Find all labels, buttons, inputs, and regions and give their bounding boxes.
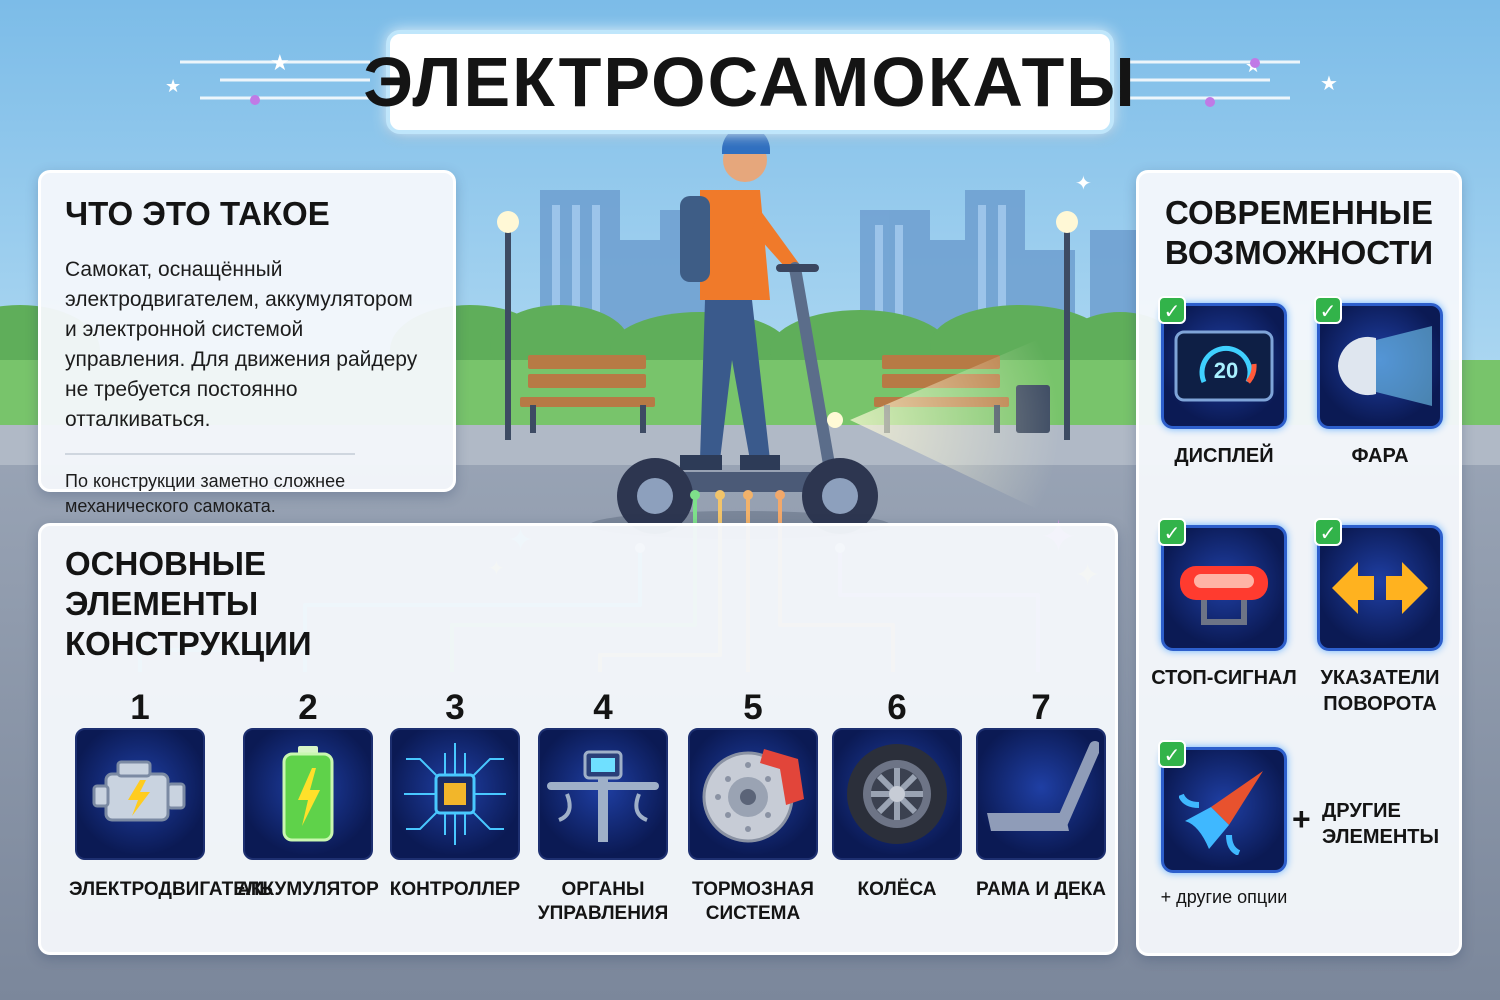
check-icon: ✓	[1314, 518, 1342, 546]
feature-item: ✓ + другие опции	[1149, 740, 1299, 909]
component-number: 6	[887, 688, 907, 727]
battery-icon	[243, 728, 373, 860]
feature-label: УКАЗАТЕЛИ ПОВОРОТА	[1320, 667, 1440, 715]
check-icon: ✓	[1158, 518, 1186, 546]
feature-label: СТОП-СИГНАЛ	[1151, 667, 1297, 689]
check-icon: ✓	[1158, 740, 1186, 768]
component-label: ТОРМОЗНАЯ СИСТЕМА	[692, 879, 814, 924]
component-number: 2	[298, 688, 318, 727]
skyline-windows	[552, 205, 1006, 375]
component-label: РАМА И ДЕКА	[975, 879, 1106, 900]
component-label: ЭЛЕКТРОДВИГАТЕЛЬ	[69, 879, 273, 900]
plus-icon: +	[1292, 801, 1311, 837]
component-label: ОРГАНЫ УПРАВЛЕНИЯ	[537, 879, 669, 924]
what-is-it-panel: ЧТО ЭТО ТАКОЕ Самокат, оснащённый электр…	[38, 170, 456, 516]
component-number: 7	[1031, 688, 1051, 727]
what-is-it-heading: ЧТО ЭТО ТАКОЕ	[65, 195, 330, 232]
check-icon: ✓	[1158, 296, 1186, 324]
check-icon: ✓	[1314, 296, 1342, 324]
scooter	[617, 262, 878, 534]
component-item: 5 ТОРМОЗНАЯ СИСТЕМА	[682, 688, 824, 926]
engine-icon	[75, 728, 205, 860]
component-item: 7 РАМА И ДЕКА	[970, 688, 1112, 902]
brake-light-icon: ✓	[1158, 518, 1287, 651]
turn-signal-icon: ✓	[1314, 518, 1443, 651]
divider	[65, 453, 355, 455]
display-icon: ✓ 20	[1158, 296, 1287, 429]
display-value: 20	[1214, 358, 1238, 383]
svg-text:★: ★	[270, 50, 290, 75]
svg-text:✦: ✦	[1075, 173, 1092, 195]
elements-heading: ОСНОВНЫЕ ЭЛЕМЕНТЫ КОНСТРУКЦИИ	[65, 545, 312, 662]
frame-icon	[976, 728, 1106, 860]
feature-label: ФАРА	[1351, 445, 1409, 467]
headlight-icon: ✓	[1314, 296, 1443, 429]
component-label: АККУМУЛЯТОР	[237, 879, 379, 900]
component-label: КОЛЁСА	[857, 879, 937, 900]
features-panel: СОВРЕМЕННЫЕ ВОЗМОЖНОСТИ ✓ 20 ДИСПЛЕЙ ✓ Ф…	[1136, 170, 1462, 956]
feature-label: + другие опции	[1160, 887, 1288, 907]
chip-icon	[390, 728, 520, 860]
rocket-icon: ✓	[1158, 740, 1287, 873]
elements-panel: ОСНОВНЫЕ ЭЛЕМЕНТЫ КОНСТРУКЦИИ 1 ЭЛЕКТРОД…	[38, 523, 1118, 955]
other-elements-note: + ДРУГИЕ ЭЛЕМЕНТЫ	[1292, 798, 1452, 850]
features-heading: СОВРЕМЕННЫЕ ВОЗМОЖНОСТИ	[1164, 194, 1434, 271]
component-item: 2 АККУМУЛЯТОР	[237, 688, 379, 902]
feature-item: ✓ ФАРА	[1305, 296, 1455, 469]
title-banner: ЭЛЕКТРОСАМОКАТЫ	[363, 30, 1135, 134]
feature-item: ✓ 20 ДИСПЛЕЙ	[1149, 296, 1299, 469]
wheel-icon	[832, 728, 962, 860]
what-is-it-note: По конструкции заметно сложнее механичес…	[65, 471, 346, 516]
brake-disc-icon	[688, 728, 818, 860]
component-number: 5	[743, 688, 763, 727]
feature-label: ДИСПЛЕЙ	[1174, 445, 1274, 467]
lamp-posts	[497, 211, 1078, 440]
component-item: 6 КОЛЁСА	[826, 688, 968, 902]
component-number: 3	[445, 688, 465, 727]
component-number: 4	[593, 688, 613, 727]
component-item: 3 КОНТРОЛЛЕР	[384, 688, 526, 902]
component-item: 1 ЭЛЕКТРОДВИГАТЕЛЬ	[69, 688, 273, 902]
handlebar-icon	[538, 728, 668, 860]
page-title: ЭЛЕКТРОСАМОКАТЫ	[363, 43, 1137, 121]
what-is-it-text: Самокат, оснащённый электродвигателем, а…	[65, 258, 418, 431]
component-item: 4 ОРГАНЫ УПРАВЛЕНИЯ	[532, 688, 674, 926]
feature-item: ✓ СТОП-СИГНАЛ	[1149, 518, 1299, 691]
svg-text:★: ★	[165, 76, 181, 96]
svg-text:★: ★	[1320, 73, 1338, 95]
component-label: КОНТРОЛЛЕР	[389, 879, 521, 900]
other-elements-label: ДРУГИЕ ЭЛЕМЕНТЫ	[1322, 800, 1440, 848]
component-number: 1	[130, 688, 150, 727]
feature-item: ✓ УКАЗАТЕЛИ ПОВОРОТА	[1305, 518, 1455, 717]
